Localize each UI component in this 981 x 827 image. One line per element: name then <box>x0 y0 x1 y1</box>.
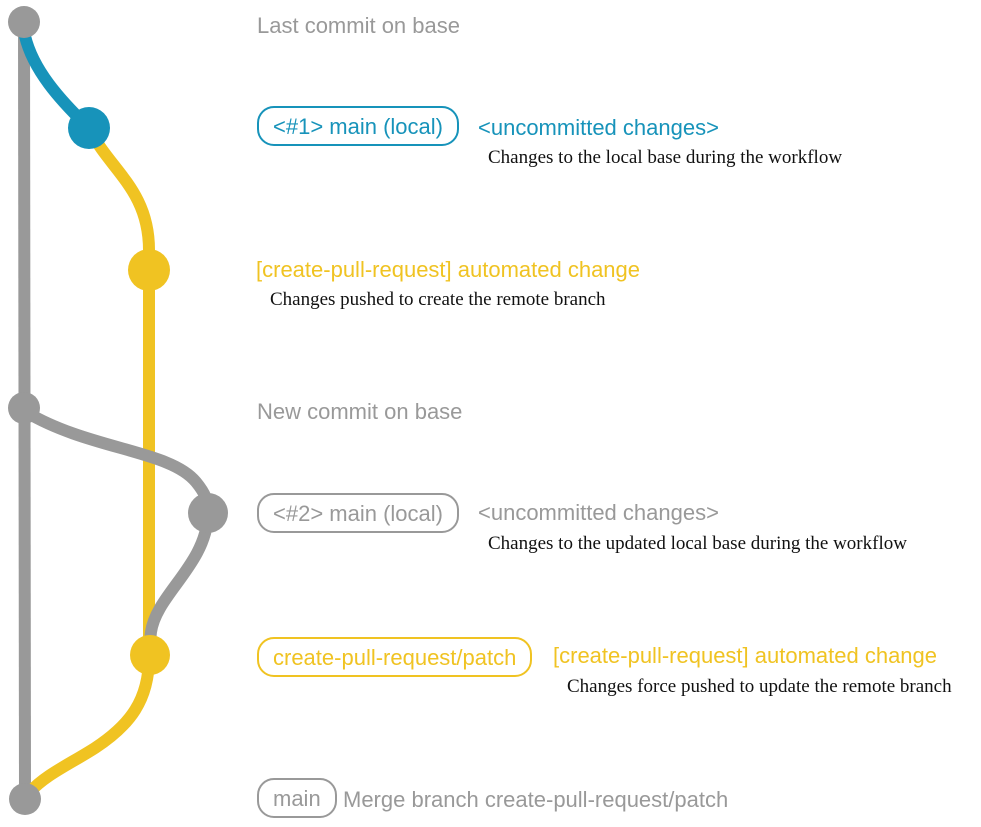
badge-main: main <box>257 778 337 818</box>
commit-node-local-1 <box>68 107 110 149</box>
badge-create-pull-request-patch: create-pull-request/patch <box>257 637 533 677</box>
rebase-branch-curve-in <box>144 509 214 661</box>
automated-change-2-desc: Changes force pushed to update the remot… <box>567 676 952 697</box>
commit-node-new-base <box>8 392 40 424</box>
commit-node-patch-1 <box>128 249 170 291</box>
rebase-branch-curve-out <box>20 406 214 519</box>
badge-main-local-1: <#1> main (local) <box>257 106 459 146</box>
last-commit-on-base-label: Last commit on base <box>257 13 460 38</box>
badge-main-local-2: <#2> main (local) <box>257 493 459 533</box>
commit-node-patch-2 <box>130 635 170 675</box>
commit-node-merge <box>9 783 41 815</box>
new-commit-on-base-label: New commit on base <box>257 399 463 424</box>
uncommitted-changes-1-label: <uncommitted changes> <box>478 115 719 140</box>
commit-node-local-2 <box>188 493 228 533</box>
uncommitted-changes-2-desc: Changes to the updated local base during… <box>488 533 907 554</box>
merge-branch-label: Merge branch create-pull-request/patch <box>343 787 729 812</box>
patch-branch-line <box>84 124 155 662</box>
uncommitted-changes-2-label: <uncommitted changes> <box>478 500 719 525</box>
uncommitted-changes-1-desc: Changes to the local base during the wor… <box>488 147 843 168</box>
automated-change-1-desc: Changes pushed to create the remote bran… <box>270 289 606 310</box>
patch-merge-curve <box>24 651 155 798</box>
automated-change-1-label: [create-pull-request] automated change <box>256 257 641 282</box>
automated-change-2-label: [create-pull-request] automated change <box>553 643 938 668</box>
commit-node-last-base <box>8 6 40 38</box>
